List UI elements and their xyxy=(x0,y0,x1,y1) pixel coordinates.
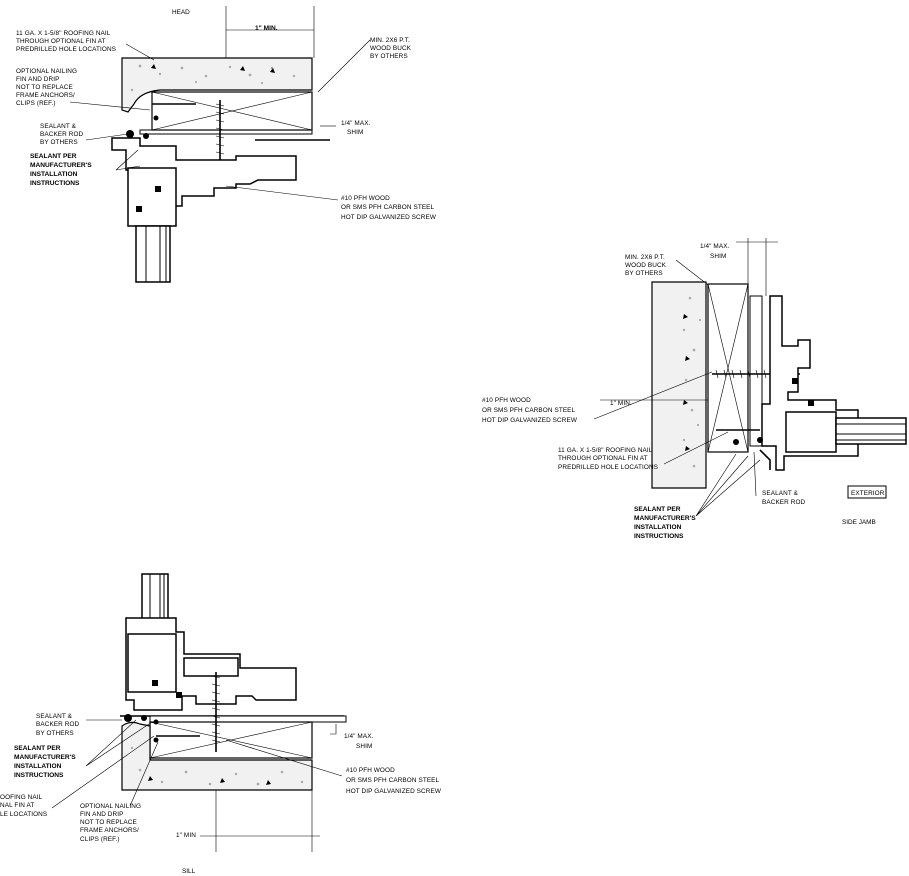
side-jamb-detail: 1/4" MAX. SHIM MIN. 2X6 P.T. WOOD BUCK B… xyxy=(482,238,907,540)
sill-nailing-fin-label: OPTIONAL NAILING FIN AND DRIP NOT TO REP… xyxy=(80,803,143,843)
head-sealant-backer-label: SEALANT & BACKER ROD BY OTHERS xyxy=(40,123,85,146)
jamb-exterior-label: EXTERIOR xyxy=(851,490,885,497)
head-nailing-fin-label: OPTIONAL NAILING FIN AND DRIP NOT TO REP… xyxy=(16,68,79,107)
head-nail-label: 11 GA. X 1-5/8" ROOFING NAIL THROUGH OPT… xyxy=(16,30,116,53)
sill-nail-label: OOFING NAIL NAL FIN AT LE LOCATIONS xyxy=(0,794,47,818)
head-shim xyxy=(139,129,313,135)
head-shim-label: 1/4" MAX. SHIM xyxy=(341,120,372,136)
jamb-nail-label: 11 GA. X 1-5/8" ROOFING NAIL THROUGH OPT… xyxy=(558,447,658,471)
jamb-min-gap-label: 1" MIN. xyxy=(610,400,632,407)
head-detail: HEAD 1" MIN. xyxy=(16,6,437,283)
sill-shim xyxy=(149,715,347,723)
jamb-title: SIDE JAMB xyxy=(842,519,876,526)
sill-sealant-backer-label: SEALANT & BACKER ROD BY OTHERS xyxy=(36,713,81,737)
sill-title: SILL xyxy=(182,868,196,875)
head-concrete xyxy=(121,57,313,113)
jamb-exterior-tag xyxy=(847,485,887,499)
head-buck-label: MIN. 2X6 P.T. WOOD BUCK BY OTHERS xyxy=(370,37,413,60)
sill-sealant-per-label: SEALANT PER MANUFACTURER'S INSTALLATION … xyxy=(14,745,78,779)
jamb-buck-label: MIN. 2X6 P.T. WOOD BUCK BY OTHERS xyxy=(625,254,668,277)
sill-min-gap-label: 1" MIN xyxy=(176,832,196,839)
sill-screw xyxy=(211,672,221,752)
jamb-sealant-backer-label: SEALANT & BACKER ROD xyxy=(762,490,806,506)
head-sealant-per-label: SEALANT PER MANUFACTURER'S INSTALLATION … xyxy=(30,153,94,187)
head-screw-label: #10 PFH WOOD OR SMS PFH CARBON STEEL HOT… xyxy=(341,195,437,221)
sill-concrete xyxy=(121,721,313,791)
sill-detail: 1" MIN SILL SEALANT & BACKER ROD BY OTHE… xyxy=(0,573,442,875)
head-min-gap-label: 1" MIN. xyxy=(255,25,278,32)
sill-shim-label: 1/4" MAX. SHIM xyxy=(344,733,375,750)
head-concrete-texture xyxy=(130,64,296,92)
sill-screw-label: #10 PFH WOOD OR SMS PFH CARBON STEEL HOT… xyxy=(346,767,442,795)
jamb-shim-label: 1/4" MAX. SHIM xyxy=(700,243,731,260)
head-title: HEAD xyxy=(172,9,190,16)
jamb-sealant-per-label: SEALANT PER MANUFACTURER'S INSTALLATION … xyxy=(634,506,698,540)
jamb-screw-label: #10 PFH WOOD OR SMS PFH CARBON STEEL HOT… xyxy=(482,397,578,424)
